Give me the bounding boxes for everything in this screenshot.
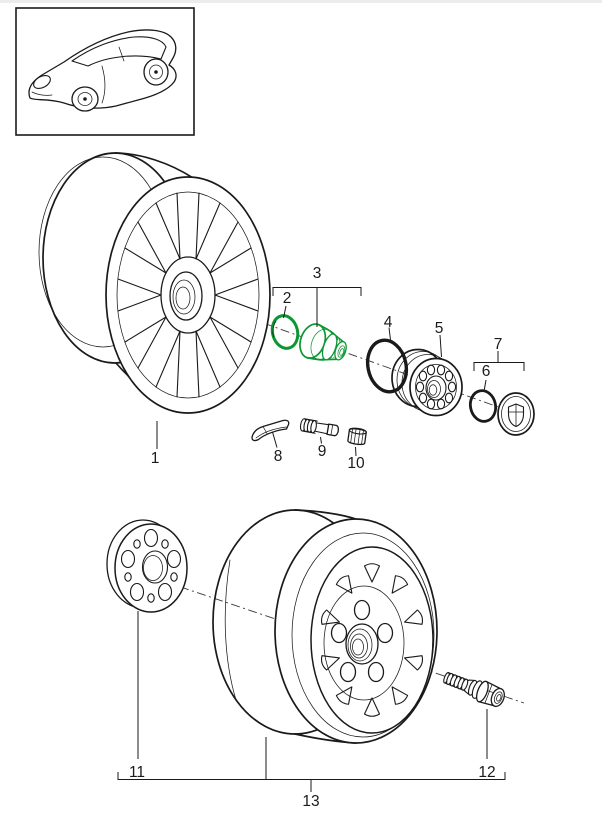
callout-6[interactable]: 6 — [482, 363, 491, 380]
callout-2[interactable]: 2 — [283, 290, 292, 307]
part-5-drive-hub — [391, 348, 463, 417]
bracket-13 — [117, 737, 506, 792]
callout-1[interactable]: 1 — [151, 450, 160, 467]
callout-10[interactable]: 10 — [347, 455, 365, 472]
callout-11[interactable]: 11 — [129, 764, 145, 781]
callout-12[interactable]: 12 — [478, 764, 495, 781]
callout-8[interactable]: 8 — [274, 448, 283, 465]
part-7-hub-cap — [497, 392, 535, 436]
hub-bolt-track-holes — [415, 364, 457, 410]
callout-9[interactable]: 9 — [318, 443, 327, 460]
part-11-spacer-disc — [106, 519, 188, 613]
callout-5[interactable]: 5 — [435, 320, 444, 337]
leader-10 — [355, 446, 357, 457]
wheel-spokes — [117, 192, 259, 398]
part-8-balance-weight — [251, 419, 290, 442]
spare-wheel — [212, 509, 438, 744]
leader-8 — [272, 431, 278, 448]
callout-3[interactable]: 3 — [313, 265, 322, 282]
leader-6 — [483, 379, 487, 392]
leader-2 — [283, 305, 287, 319]
part-3-centre-lock-nut — [299, 323, 347, 361]
part-6-o-ring — [468, 389, 498, 423]
bracket-7 — [473, 351, 525, 371]
leader-9 — [320, 436, 322, 444]
lug-holes — [330, 599, 394, 683]
part-10-valve-cap — [347, 427, 367, 446]
leader-5 — [439, 334, 442, 358]
leader-4 — [388, 327, 391, 341]
callout-4[interactable]: 4 — [384, 314, 393, 331]
top-border — [0, 0, 602, 3]
vehicle-thumbnail — [15, 7, 195, 136]
part-12-wheel-bolt — [443, 672, 505, 708]
callout-13[interactable]: 13 — [302, 793, 319, 810]
part-9-valve — [299, 418, 340, 437]
part-4-o-ring — [365, 338, 409, 394]
crest-icon — [507, 403, 525, 428]
callout-7[interactable]: 7 — [494, 336, 503, 353]
car-icon — [28, 29, 177, 112]
part-1-alloy-wheel — [38, 152, 271, 414]
part-2-o-ring — [270, 314, 300, 350]
bracket-3 — [272, 287, 362, 327]
spacer-holes — [120, 528, 182, 603]
callout-leaders — [117, 287, 525, 792]
